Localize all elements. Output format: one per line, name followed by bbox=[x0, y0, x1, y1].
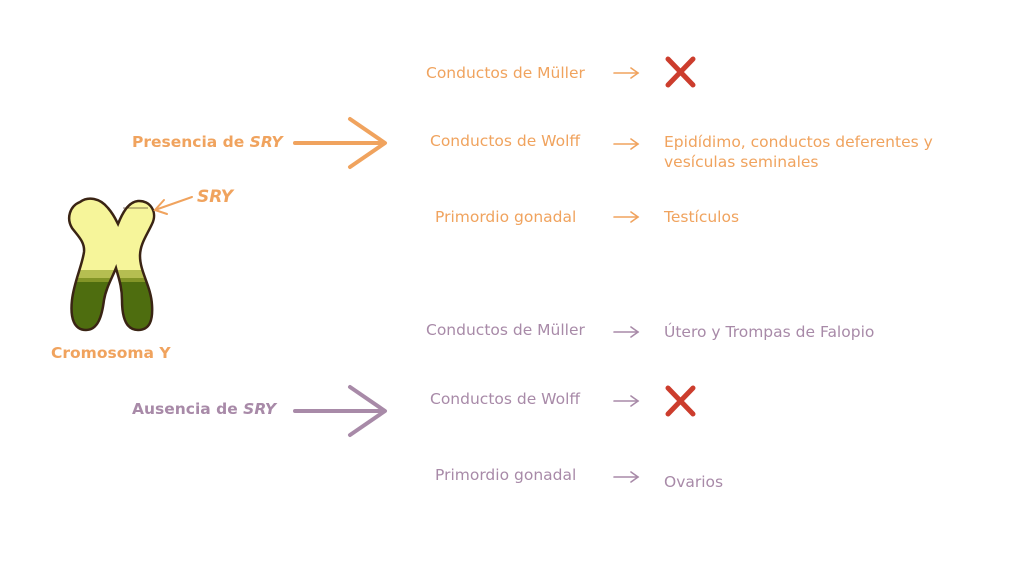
small-arrow-presence-muller bbox=[613, 67, 640, 79]
presence-label-gene: SRY bbox=[249, 133, 283, 151]
presence-arrow bbox=[293, 117, 387, 169]
presence-outcome-wolff: Epidídimo, conductos deferentes y vesícu… bbox=[664, 133, 933, 171]
presence-structure-muller: Conductos de Müller bbox=[426, 64, 585, 82]
absence-label-gene: SRY bbox=[243, 400, 277, 418]
small-arrow-presence-gonadal bbox=[613, 211, 640, 223]
chromosome-y-shape bbox=[67, 197, 156, 332]
absence-outcome-gonadal: Ovarios bbox=[664, 473, 724, 491]
sry-marker-label: SRY bbox=[197, 187, 234, 207]
presence-structure-wolff: Conductos de Wolff bbox=[430, 132, 581, 150]
absence-structure-wolff: Conductos de Wolff bbox=[430, 390, 581, 408]
absence-structure-muller: Conductos de Müller bbox=[426, 321, 585, 339]
x-mark-icon bbox=[665, 385, 696, 417]
presence-label: Presencia de SRY bbox=[132, 133, 283, 151]
chromosome-label: Cromosoma Y bbox=[51, 344, 171, 362]
small-arrow-presence-wolff bbox=[613, 138, 640, 150]
absence-arrow bbox=[293, 385, 387, 437]
sry-pointer-arrow bbox=[153, 196, 193, 215]
small-arrow-absence-muller bbox=[613, 326, 640, 338]
absence-outcome-muller: Útero y Trompas de Falopio bbox=[664, 323, 875, 341]
small-arrow-absence-gonadal bbox=[613, 471, 640, 483]
presence-structure-gonadal: Primordio gonadal bbox=[435, 208, 577, 226]
presence-label-prefix: Presencia de bbox=[132, 133, 250, 151]
x-mark-icon bbox=[665, 56, 696, 88]
absence-structure-gonadal: Primordio gonadal bbox=[435, 466, 577, 484]
absence-label: Ausencia de SRY bbox=[132, 400, 276, 418]
presence-outcome-gonadal: Testículos bbox=[664, 208, 740, 226]
absence-label-prefix: Ausencia de bbox=[132, 400, 244, 418]
small-arrow-absence-wolff bbox=[613, 395, 640, 407]
